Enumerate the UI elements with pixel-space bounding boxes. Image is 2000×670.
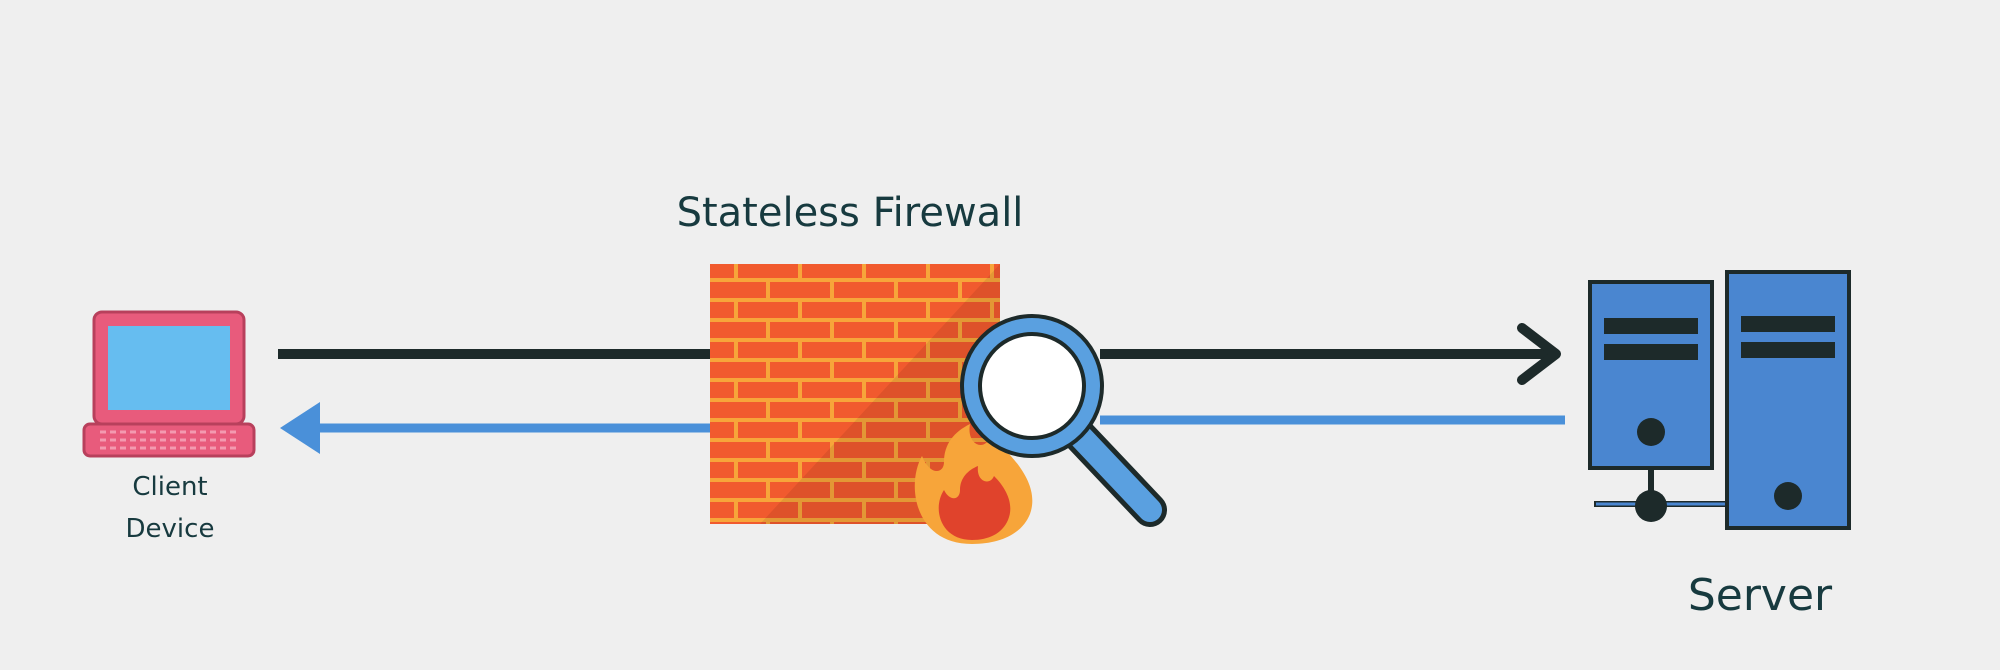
client-label-line2: Device bbox=[125, 514, 215, 544]
laptop-icon bbox=[82, 310, 256, 458]
fire-icon bbox=[914, 424, 1033, 544]
client-device-label: Client Device bbox=[95, 466, 245, 550]
firewall-title: Stateless Firewall bbox=[676, 190, 1024, 236]
request-arrow bbox=[278, 323, 1561, 385]
client-label-line1: Client bbox=[132, 472, 208, 502]
server-icon bbox=[1588, 270, 1851, 530]
server-label: Server bbox=[1687, 570, 1833, 621]
response-arrow bbox=[280, 402, 1565, 454]
magnifying-glass-icon bbox=[960, 314, 1167, 527]
